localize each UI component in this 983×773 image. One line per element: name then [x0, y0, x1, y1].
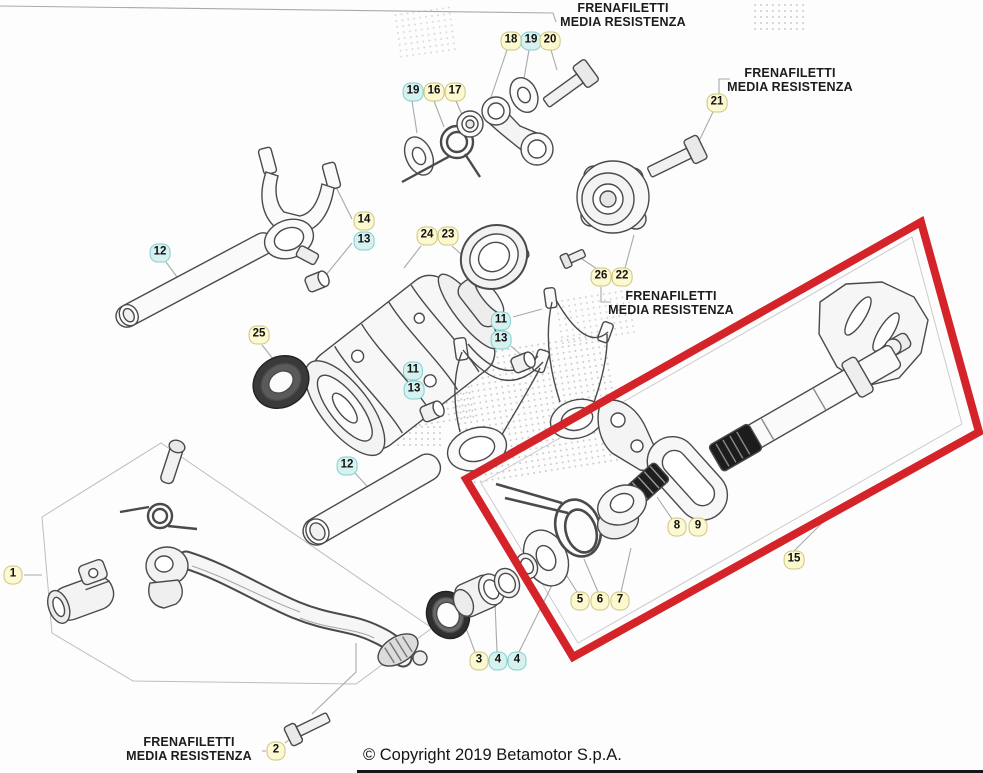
- copyright-text: © Copyright 2019 Betamotor S.p.A.: [363, 746, 622, 764]
- part-badge-25: 25: [248, 325, 270, 345]
- shift-rod-lower: [302, 453, 442, 546]
- bushing: [510, 351, 536, 374]
- note-line2: MEDIA RESISTENZA: [727, 80, 853, 94]
- part-badge-9: 9: [688, 517, 708, 537]
- threadlock-note-top: FRENAFILETTI MEDIA RESISTENZA: [538, 1, 708, 29]
- group-outline-lever: [41, 442, 433, 685]
- part-badge-4: 4: [507, 651, 527, 671]
- gear-lever-1: [145, 546, 428, 668]
- part-badge-12: 12: [149, 243, 171, 263]
- lever-pin: [160, 439, 186, 485]
- part-badge-13: 13: [403, 380, 425, 400]
- bottom-edge-bar: [357, 770, 983, 773]
- part-badge-13: 13: [490, 330, 512, 350]
- link-arm-18: [481, 96, 554, 166]
- part-badge-14: 14: [353, 211, 375, 231]
- threadlock-note-topright: FRENAFILETTI MEDIA RESISTENZA: [705, 66, 875, 94]
- bushing: [419, 400, 445, 423]
- lever-spring: [119, 502, 198, 531]
- part-badge-18: 18: [500, 31, 522, 51]
- part-badge-2: 2: [266, 741, 286, 761]
- ring-4: [493, 567, 521, 599]
- bolt-21: [647, 134, 708, 178]
- highlight-box-part15: [460, 215, 983, 663]
- threadlock-note-middle: FRENAFILETTI MEDIA RESISTENZA: [586, 289, 756, 317]
- note-line1: FRENAFILETTI: [577, 1, 669, 15]
- part-badge-13: 13: [353, 231, 375, 251]
- part-badge-16: 16: [423, 82, 445, 102]
- index-hub-22: [576, 160, 650, 234]
- part-badge-24: 24: [416, 226, 438, 246]
- bolt-2: [283, 712, 331, 747]
- washer-18: [509, 77, 539, 113]
- note-line2: MEDIA RESISTENZA: [608, 303, 734, 317]
- part-badge-23: 23: [437, 226, 459, 246]
- leader-lines: [0, 5, 823, 752]
- note-line2: MEDIA RESISTENZA: [560, 15, 686, 29]
- part-badge-26: 26: [590, 267, 612, 287]
- lever-collar: [46, 559, 115, 624]
- part-badge-17: 17: [444, 82, 466, 102]
- part-badge-22: 22: [611, 267, 633, 287]
- group-outline-part15: [480, 236, 963, 644]
- shift-fork-upper: [257, 146, 342, 266]
- part-badge-19: 19: [402, 82, 424, 102]
- part-badge-12: 12: [336, 456, 358, 476]
- threadlock-note-bottom: FRENAFILETTI MEDIA RESISTENZA: [104, 735, 274, 763]
- bushing: [304, 270, 330, 293]
- bearing-17: [456, 110, 484, 138]
- washer-4: [515, 552, 539, 580]
- part-badge-20: 20: [539, 31, 561, 51]
- note-line1: FRENAFILETTI: [143, 735, 235, 749]
- gear-shift-shaft-15: [689, 345, 902, 482]
- part-badge-11: 11: [490, 311, 512, 331]
- collar-7: [596, 484, 647, 540]
- part-badge-6: 6: [590, 591, 610, 611]
- bearing-23: [459, 224, 529, 290]
- bolt-20: [542, 59, 599, 108]
- part-badge-19: 19: [520, 31, 542, 51]
- bushing-3: [452, 573, 505, 618]
- part-badge-1: 1: [3, 565, 23, 585]
- part-badge-8: 8: [667, 517, 687, 537]
- part-badge-5: 5: [570, 591, 590, 611]
- selector-arm-9: [597, 399, 729, 521]
- shift-rod-upper: [115, 232, 275, 328]
- note-line1: FRENAFILETTI: [625, 289, 717, 303]
- note-line2: MEDIA RESISTENZA: [126, 749, 252, 763]
- part-badge-7: 7: [610, 591, 630, 611]
- part-badge-21: 21: [706, 93, 728, 113]
- part-badge-3: 3: [469, 651, 489, 671]
- oil-seal-25: [252, 354, 310, 410]
- note-line1: FRENAFILETTI: [744, 66, 836, 80]
- washer-19: [403, 136, 435, 176]
- part-badge-4: 4: [488, 651, 508, 671]
- part-badge-15: 15: [783, 550, 805, 570]
- screw-26: [559, 249, 586, 269]
- shift-drum-24: [304, 273, 505, 457]
- part-badge-11: 11: [402, 361, 424, 381]
